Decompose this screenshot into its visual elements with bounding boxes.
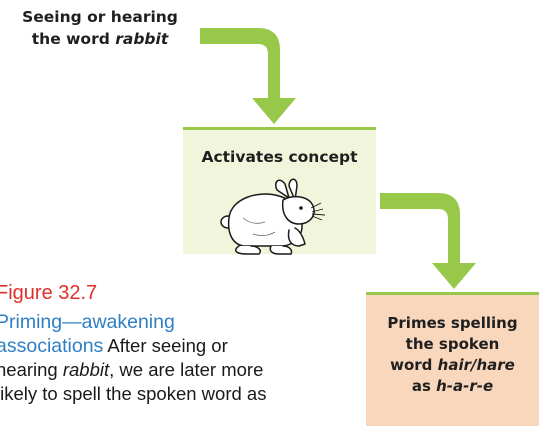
caption-line-2: hearing rabbit, we are later more — [0, 358, 340, 382]
primes-line-4: as h-a-r-e — [366, 376, 539, 397]
figure-title-line-2: associations — [0, 335, 103, 357]
rabbit-illustration — [213, 178, 341, 256]
source-box: Seeing or hearing the word rabbit — [0, 0, 200, 62]
figure-caption: Figure 32.7 Priming—awakening associatio… — [0, 281, 340, 406]
figure-label: Figure 32.7 — [0, 281, 340, 305]
primes-line-2: the spoken — [366, 334, 539, 355]
caption-line-1: associations After seeing or — [0, 334, 340, 358]
concept-box: Activates concept — [183, 127, 376, 254]
curved-arrow-icon — [200, 22, 300, 126]
figure-title-line-1: Priming—awakening — [0, 310, 340, 334]
primes-line-3: word hair/hare — [366, 355, 539, 376]
primes-line-1: Primes spelling — [366, 313, 539, 334]
concept-label: Activates concept — [183, 147, 376, 167]
source-line-2: the word rabbit — [0, 28, 200, 50]
primes-box: Primes spelling the spoken word hair/har… — [366, 292, 539, 426]
caption-line-3: likely to spell the spoken word as — [0, 382, 340, 406]
curved-arrow-icon — [380, 187, 480, 291]
source-line-1: Seeing or hearing — [0, 6, 200, 28]
